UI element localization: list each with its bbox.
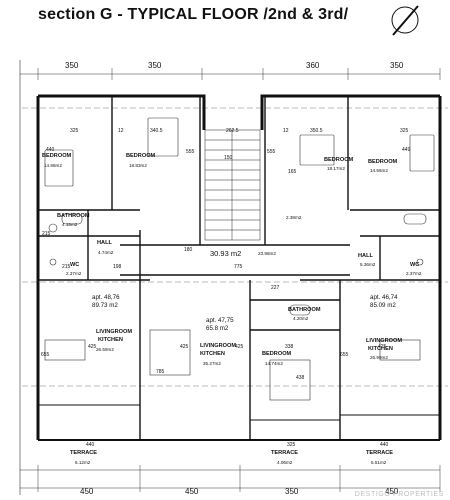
dimension-label: 449 bbox=[402, 147, 411, 153]
room-label: TERRACE bbox=[70, 450, 98, 456]
room-area: 6.12m2 bbox=[75, 460, 91, 465]
dimension-label: 325 bbox=[400, 128, 409, 134]
dimension-label: 12 bbox=[283, 128, 289, 134]
room-area: 14.56m2 bbox=[370, 168, 388, 173]
dimension-label: 262.5 bbox=[226, 128, 239, 134]
dimension-label: 655 bbox=[41, 352, 50, 358]
dimension-label: 775 bbox=[234, 264, 243, 270]
room-label: BEDROOM bbox=[368, 159, 398, 165]
room-label: HALL bbox=[358, 253, 373, 259]
staircase bbox=[204, 129, 261, 241]
dimension-label: 425 bbox=[180, 344, 189, 350]
room-area: 18.83m2 bbox=[129, 163, 147, 168]
room-label: BEDROOM bbox=[42, 153, 72, 159]
bottom-axis-label: 450 bbox=[385, 487, 399, 496]
apartment-area: 85.09 m2 bbox=[370, 302, 396, 309]
common-sub-area: 23.98m2 bbox=[258, 251, 276, 256]
room-area: 14.86m2 bbox=[44, 163, 62, 168]
dimension-label: 338 bbox=[285, 344, 294, 350]
room-label: LIVINGROOM bbox=[200, 343, 237, 349]
room-area: 5.51m2 bbox=[371, 460, 387, 465]
dimension-label: 655 bbox=[340, 352, 349, 358]
apartment-label: apt. 46,74 bbox=[370, 294, 398, 301]
room-area: 2.37m2 bbox=[406, 271, 422, 276]
room-label: WC bbox=[410, 262, 420, 268]
room-label: KITCHEN bbox=[98, 337, 123, 343]
dimension-label: 165 bbox=[288, 169, 297, 175]
room-area: 4.06m2 bbox=[277, 460, 293, 465]
top-axis-label: 350 bbox=[390, 61, 404, 70]
room-label: TERRACE bbox=[271, 450, 299, 456]
dimension-label: 340.5 bbox=[150, 128, 163, 134]
room-area: 2.37m2 bbox=[66, 271, 82, 276]
room-area: 4.15m2 bbox=[62, 222, 78, 227]
room-label: LIVINGROOM bbox=[96, 329, 133, 335]
apartment-area: 89.73 m2 bbox=[92, 302, 118, 309]
room-area: 4.20m2 bbox=[293, 316, 309, 321]
bottom-axis-label: 450 bbox=[185, 487, 199, 496]
apartment-label: apt. 48,76 bbox=[92, 294, 120, 301]
apartment-area: 65.8 m2 bbox=[206, 325, 229, 332]
room-label: BEDROOM bbox=[324, 157, 354, 163]
top-axis-label: 350 bbox=[148, 61, 162, 70]
walls bbox=[36, 94, 442, 441]
dimension-label: 440 bbox=[46, 147, 55, 153]
room-area: 35.27m2 bbox=[203, 361, 221, 366]
apartment-label: apt. 47,75 bbox=[206, 317, 234, 324]
room-area: 26.99m2 bbox=[370, 355, 388, 360]
dimension-label: 325 bbox=[70, 128, 79, 134]
bottom-axis-label: 350 bbox=[285, 487, 299, 496]
top-axis-label: 360 bbox=[306, 61, 320, 70]
common-area: 30.93 m2 bbox=[210, 249, 242, 258]
room-label: WC bbox=[70, 262, 80, 268]
room-label: LIVINGROOM bbox=[366, 338, 403, 344]
dimension-label: 425 bbox=[88, 344, 97, 350]
room-label: KITCHEN bbox=[200, 351, 225, 357]
dimension-label: 180 bbox=[184, 247, 193, 253]
room-label: BEDROOM bbox=[262, 351, 292, 357]
dimension-label: 150 bbox=[224, 155, 233, 161]
north-arrow-icon bbox=[391, 5, 419, 36]
room-label: BATHROOM bbox=[288, 307, 321, 313]
dimension-label: 425 bbox=[378, 344, 387, 350]
room-label: BEDROOM bbox=[126, 153, 156, 159]
dimension-label: 785 bbox=[156, 369, 165, 375]
dimension-label: 555 bbox=[186, 149, 195, 155]
dimension-label: 440 bbox=[86, 442, 95, 448]
dimension-label: 12 bbox=[118, 128, 124, 134]
dimension-label: 325 bbox=[287, 442, 296, 448]
dimension-label: 438 bbox=[296, 375, 305, 381]
dimension-label: 198 bbox=[113, 264, 122, 270]
page-title: section G - TYPICAL FLOOR /2nd & 3rd/ bbox=[38, 6, 349, 23]
dimension-lines bbox=[19, 60, 448, 495]
dimension-label: 215 bbox=[42, 231, 51, 237]
dimension-label: 440 bbox=[380, 442, 389, 448]
room-area: 4.74m2 bbox=[98, 250, 114, 255]
room-label: BATHROOM bbox=[57, 213, 90, 219]
room-label: KITCHEN bbox=[368, 346, 393, 352]
dimension-label: 215 bbox=[62, 264, 71, 270]
room-area: 5.36m2 bbox=[360, 262, 376, 267]
room-label: HALL bbox=[97, 240, 112, 246]
bottom-axis-label: 450 bbox=[80, 487, 94, 496]
top-axis-label: 350 bbox=[65, 61, 79, 70]
dimension-label: 227 bbox=[271, 285, 280, 291]
dimension-label: 555 bbox=[267, 149, 276, 155]
room-area: 26.59m2 bbox=[96, 347, 114, 352]
common-small-area: 2.38m2 bbox=[286, 215, 302, 220]
furniture bbox=[44, 117, 435, 401]
watermark: DESTIGO PROPERTIES bbox=[354, 491, 444, 498]
dimension-label: 350.5 bbox=[310, 128, 323, 134]
room-label: TERRACE bbox=[366, 450, 394, 456]
room-area: 18.17m2 bbox=[327, 166, 345, 171]
dimension-label: 425 bbox=[235, 344, 244, 350]
room-area: 14.74m2 bbox=[265, 361, 283, 366]
